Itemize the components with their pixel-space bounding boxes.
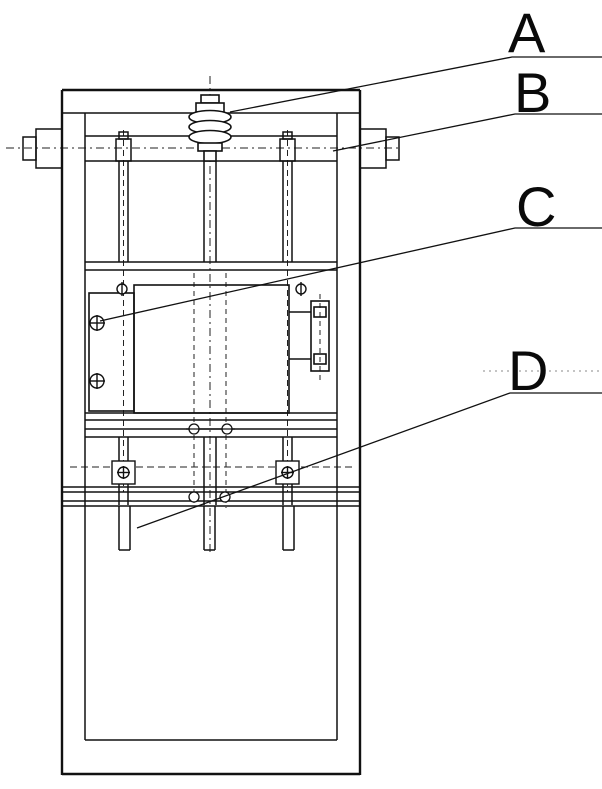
left-plate-bolts: [89, 282, 307, 389]
callout-labels: A B C D: [508, 1, 556, 402]
right-mount-cap: [282, 131, 293, 140]
bolt-head: [219, 491, 231, 503]
spring-assembly: [188, 94, 232, 162]
base-plate: [62, 486, 360, 507]
callout-a-leader: [229, 56, 602, 113]
spring-top-nut: [200, 94, 220, 104]
right-bracket-bolt-bottom: [313, 353, 327, 365]
callout-label-c: C: [516, 175, 556, 238]
base-bolt-heads: [188, 491, 231, 503]
guide-brackets: [111, 460, 300, 485]
right-bracket: [310, 300, 330, 372]
callout-c-leader: [99, 227, 602, 322]
legs: [118, 506, 295, 551]
upper-support-rods: [118, 161, 293, 262]
callout-b-leader: [332, 113, 602, 152]
center-box: [133, 284, 290, 414]
frame: [60, 88, 362, 776]
left-shaft-cap: [22, 136, 37, 161]
left-mount-cap: [118, 131, 129, 140]
callout-d-leader: [136, 392, 602, 529]
left-mount-plate: [88, 292, 135, 412]
lower-platform: [85, 412, 337, 438]
callout-label-b: B: [514, 61, 551, 124]
spring-base-plate: [197, 142, 223, 152]
center-box-assembly: [88, 284, 330, 414]
callout-label-d: D: [508, 339, 548, 402]
bellows-coil: [188, 129, 232, 145]
right-bracket-bolt-top: [313, 306, 327, 318]
lower-rods: [118, 437, 293, 505]
spring-stem: [203, 150, 217, 162]
bolt-head: [188, 491, 200, 503]
middle-platform: [85, 261, 337, 271]
right-shaft-cap: [385, 136, 400, 161]
callout-label-a: A: [508, 1, 546, 64]
platform-bolt-heads: [186, 423, 235, 435]
callout-leaders: [99, 56, 602, 529]
